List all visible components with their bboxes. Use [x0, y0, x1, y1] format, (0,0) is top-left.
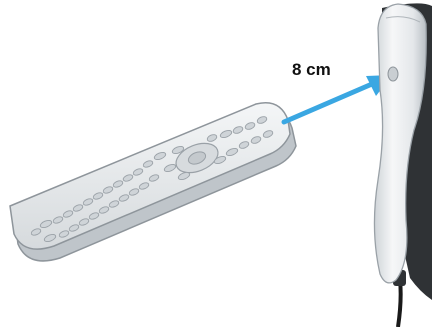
tv-remote-icon: [10, 103, 296, 261]
distance-label: 8 cm: [292, 60, 331, 80]
ir-beam-arrow: [284, 75, 392, 122]
set-top-receiver-icon: [374, 3, 432, 327]
ir-sensor: [388, 67, 398, 81]
